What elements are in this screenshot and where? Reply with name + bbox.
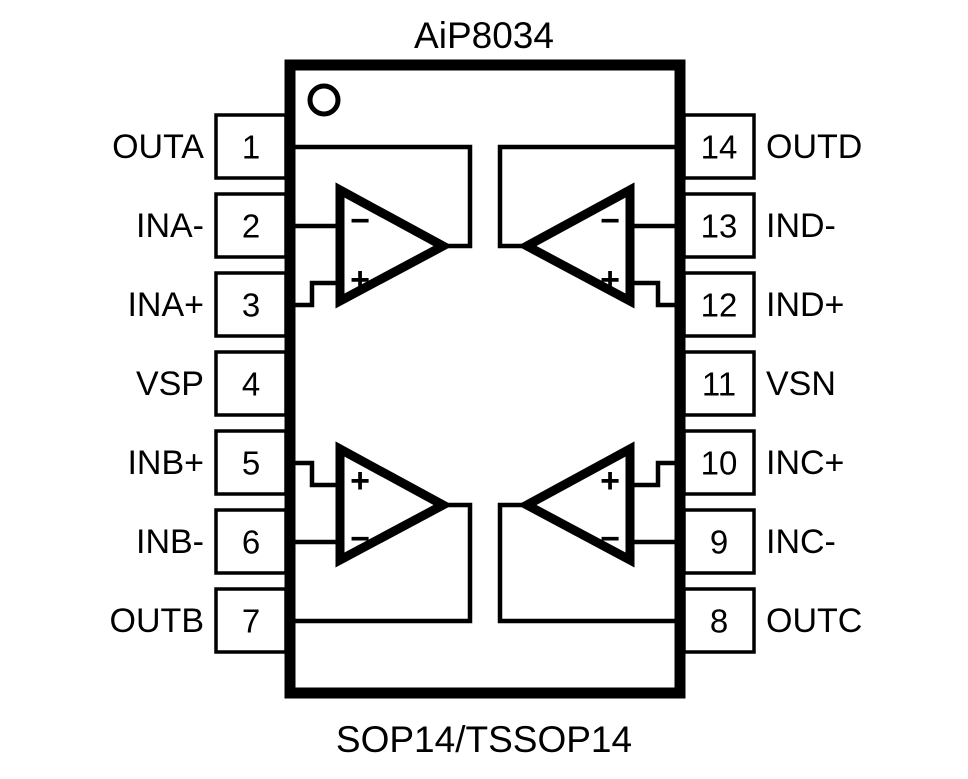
pin-number: 4	[242, 366, 260, 403]
pin-box-6[interactable]: 6	[214, 508, 288, 575]
pin-label-vsn: VSN	[766, 365, 836, 403]
pin-number: 10	[701, 445, 738, 482]
trace-outa	[290, 144, 473, 249]
amp-a-noninverting-sign: +	[350, 261, 370, 299]
amp-triangle-d	[517, 182, 635, 309]
package-body	[284, 59, 686, 699]
pin-box-14[interactable]: 14	[682, 113, 756, 180]
left-label-group: OUTA INA- INA+ VSP INB+ INB- OUTB	[110, 128, 205, 640]
pin-box-2[interactable]: 2	[214, 192, 288, 259]
pin-box-5[interactable]: 5	[214, 429, 288, 496]
amp-c-noninverting-sign: +	[600, 462, 620, 500]
package-type-footer: SOP14/TSSOP14	[336, 719, 632, 760]
pin-label-inc-plus: INC+	[766, 444, 844, 482]
pin-box-7[interactable]: 7	[214, 587, 288, 654]
pin-number: 5	[242, 445, 260, 482]
amp-a-inverting-sign: −	[350, 202, 370, 240]
pin1-indicator-dot	[307, 83, 341, 117]
amp-d-inverting-sign: −	[600, 202, 620, 240]
pin-number: 6	[242, 524, 260, 561]
amplifier-c: + −	[497, 441, 680, 624]
pin-number: 1	[242, 129, 260, 166]
amp-d-noninverting-sign: +	[600, 261, 620, 299]
amp-triangle-a	[335, 182, 453, 309]
trace-outd	[497, 144, 680, 249]
pin-label-outc: OUTC	[766, 602, 862, 640]
pin-label-ind-plus: IND+	[766, 286, 844, 324]
pin-number: 12	[701, 287, 738, 324]
pin-box-13[interactable]: 13	[682, 192, 756, 259]
pin-box-4[interactable]: 4	[214, 350, 288, 417]
amp-triangle-b	[335, 441, 453, 568]
pin-box-12[interactable]: 12	[682, 271, 756, 338]
pin-label-ind-minus: IND-	[766, 207, 836, 245]
pin-box-8[interactable]: 8	[682, 587, 756, 654]
trace-inc-plus	[630, 460, 680, 488]
amp-b-noninverting-sign: +	[350, 462, 370, 500]
pin-box-9[interactable]: 9	[682, 508, 756, 575]
trace-outb	[290, 502, 473, 624]
pin-box-3[interactable]: 3	[214, 271, 288, 338]
pin-label-outa: OUTA	[112, 128, 204, 166]
pin-number: 11	[702, 366, 736, 403]
part-number-title: AiP8034	[414, 15, 554, 56]
pin-label-inb-plus: INB+	[127, 444, 204, 482]
pin-box-10[interactable]: 10	[682, 429, 756, 496]
trace-ind-plus	[630, 280, 680, 308]
pin-label-inc-minus: INC-	[766, 523, 836, 561]
pin-label-ina-minus: INA-	[136, 207, 204, 245]
amp-triangle-c	[517, 441, 635, 568]
pin-number: 13	[701, 208, 738, 245]
left-pin-group: 1 2 3 4 5 6 7	[214, 113, 288, 654]
pin-label-ina-plus: INA+	[127, 286, 204, 324]
pin-number: 9	[710, 524, 728, 561]
amplifier-d: − +	[497, 144, 680, 309]
pin-number: 7	[242, 603, 260, 640]
pin-label-inb-minus: INB-	[136, 523, 204, 561]
pin-number: 8	[710, 603, 728, 640]
right-pin-group: 14 13 12 11 10 9	[682, 113, 756, 654]
pin-label-outb: OUTB	[110, 602, 204, 640]
amplifier-a: − +	[290, 144, 473, 309]
trace-outc	[497, 502, 680, 624]
pin-number: 14	[701, 129, 738, 166]
trace-ina-plus	[290, 280, 340, 308]
right-label-group: OUTD IND- IND+ VSN INC+ INC- OUTC	[766, 128, 862, 640]
amplifier-b: + −	[290, 441, 473, 624]
pin-number: 3	[242, 287, 260, 324]
amp-c-inverting-sign: −	[600, 520, 620, 558]
pin-box-1[interactable]: 1	[214, 113, 288, 180]
pin-label-vsp: VSP	[136, 365, 204, 403]
pin-label-outd: OUTD	[766, 128, 862, 166]
pin-box-11[interactable]: 11	[682, 350, 756, 417]
amp-b-inverting-sign: −	[350, 520, 370, 558]
pin-number: 2	[242, 208, 260, 245]
trace-inb-plus	[290, 460, 340, 488]
